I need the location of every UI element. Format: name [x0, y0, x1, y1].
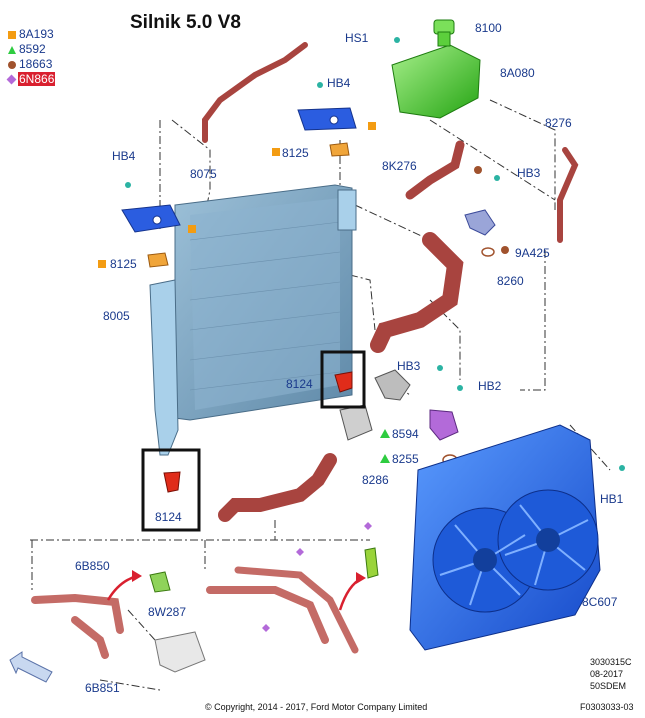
label-8a080: 8A080	[500, 66, 535, 80]
label-8276: 8276	[545, 116, 572, 130]
label-8c607: 8C607	[582, 595, 618, 609]
hoses	[31, 42, 579, 659]
label-8124-low: 8124	[155, 510, 182, 524]
bleed-valve-assembly	[464, 209, 496, 257]
legend-item-triangle: 8592	[8, 42, 46, 56]
legend-item-square: 8A193	[8, 27, 54, 41]
label-8286: 8286	[362, 473, 389, 487]
label-hb3-mid: HB3	[397, 359, 421, 373]
legend-item-diamond: 6N866	[6, 72, 56, 86]
footer-code-3: F0303033-03	[580, 702, 634, 712]
label-8100: 8100	[475, 21, 502, 35]
label-hs1: HS1	[345, 31, 369, 45]
label-8125-top: 8125	[282, 146, 309, 160]
footer-code-2: 50SDEM	[590, 681, 627, 691]
label-9a425: 9A425	[515, 246, 550, 260]
legend-item-circle: 18663	[8, 57, 52, 71]
fitting-green	[364, 547, 379, 579]
red-arrow-icon	[338, 576, 363, 611]
bracket-hb4-top	[297, 107, 357, 157]
footer-code-1: 3030315C	[590, 657, 632, 667]
sensor-8w287	[149, 571, 171, 593]
label-8w287: 8W287	[148, 605, 187, 619]
label-hb4-left: HB4	[112, 149, 136, 163]
label-8005: 8005	[103, 309, 130, 323]
label-hb3-top: HB3	[517, 166, 541, 180]
label-8260: 8260	[497, 274, 524, 288]
label-hb2: HB2	[478, 379, 502, 393]
fan-shroud-8c607	[409, 424, 601, 651]
label-hb4-top: HB4	[327, 76, 351, 90]
label-8075: 8075	[190, 167, 217, 181]
reservoir-8a080	[391, 19, 481, 119]
thermostat-housing	[339, 369, 459, 466]
highlight-box-8124-mid	[320, 350, 366, 409]
label-8255: 8255	[392, 452, 419, 466]
clip-markers	[125, 37, 625, 471]
page-title: Silnik 5.0 V8	[130, 12, 241, 33]
label-8125-left: 8125	[110, 257, 137, 271]
label-6b851: 6B851	[85, 681, 120, 695]
radiator-8005	[149, 184, 357, 456]
pump-module	[154, 631, 206, 673]
footer-date: 08-2017	[590, 669, 624, 679]
bracket-hb4-left	[121, 204, 181, 268]
label-6b850: 6B850	[75, 559, 110, 573]
label-8594: 8594	[392, 427, 419, 441]
label-8k276: 8K276	[382, 159, 417, 173]
plug-8124-low	[163, 471, 181, 493]
plug-8124-mid	[334, 371, 353, 393]
label-8124-mid: 8124	[286, 377, 313, 391]
label-hb1: HB1	[600, 492, 624, 506]
highlight-box-8124-low	[141, 448, 201, 532]
copyright: © Copyright, 2014 - 2017, Ford Motor Com…	[205, 702, 428, 712]
direction-arrow-icon	[9, 651, 53, 683]
